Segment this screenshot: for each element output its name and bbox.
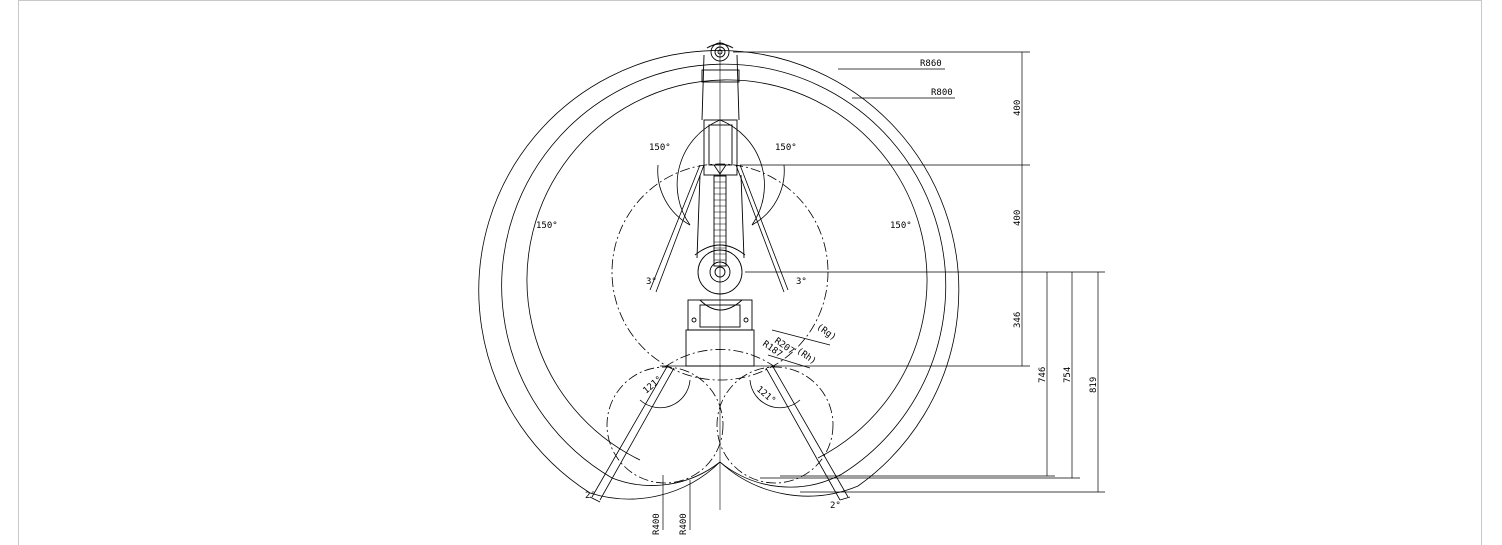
dimensions — [662, 51, 1105, 530]
end-effector — [710, 42, 730, 62]
reach-circle-outer — [478, 50, 960, 494]
angle-outer-right: 150° — [890, 221, 912, 231]
angle-small-right: 3° — [796, 277, 807, 287]
dim-754: 754 — [1063, 367, 1073, 383]
dim-link1: 400 — [1013, 100, 1023, 116]
ball-screw — [713, 175, 727, 267]
angle-small-left: 3° — [646, 277, 657, 287]
angle-outer-left: 150° — [536, 221, 558, 231]
joint2-housing — [697, 249, 743, 295]
drawing-frame — [18, 0, 1482, 545]
label-rh: (Rh) — [794, 346, 818, 367]
angle-upper-right: 150° — [775, 143, 797, 153]
label-r400-b: R400 — [679, 513, 689, 535]
dim-base-offset: 346 — [1013, 312, 1023, 328]
rear-lobe-left — [589, 461, 721, 500]
robot-arm — [685, 42, 755, 367]
angle-tip-right: 2° — [830, 501, 841, 511]
reach-envelope — [478, 50, 960, 500]
swing-limit-lines — [589, 164, 851, 503]
label-rg: (Rg) — [814, 322, 838, 343]
dim-819: 819 — [1089, 377, 1099, 393]
reach-circle-middle — [501, 63, 947, 479]
angle-tip-left: 2° — [585, 491, 596, 501]
angle-lower-left: 121° — [642, 375, 665, 397]
label-r400-a: R400 — [652, 513, 662, 535]
angle-lower-right: 121° — [754, 385, 777, 407]
angle-upper-left: 150° — [649, 143, 671, 153]
label-r860: R860 — [920, 59, 942, 69]
dim-746: 746 — [1038, 367, 1048, 383]
reach-circle-inner — [526, 79, 928, 461]
label-r800: R800 — [931, 88, 953, 98]
dim-link2: 400 — [1013, 210, 1023, 226]
